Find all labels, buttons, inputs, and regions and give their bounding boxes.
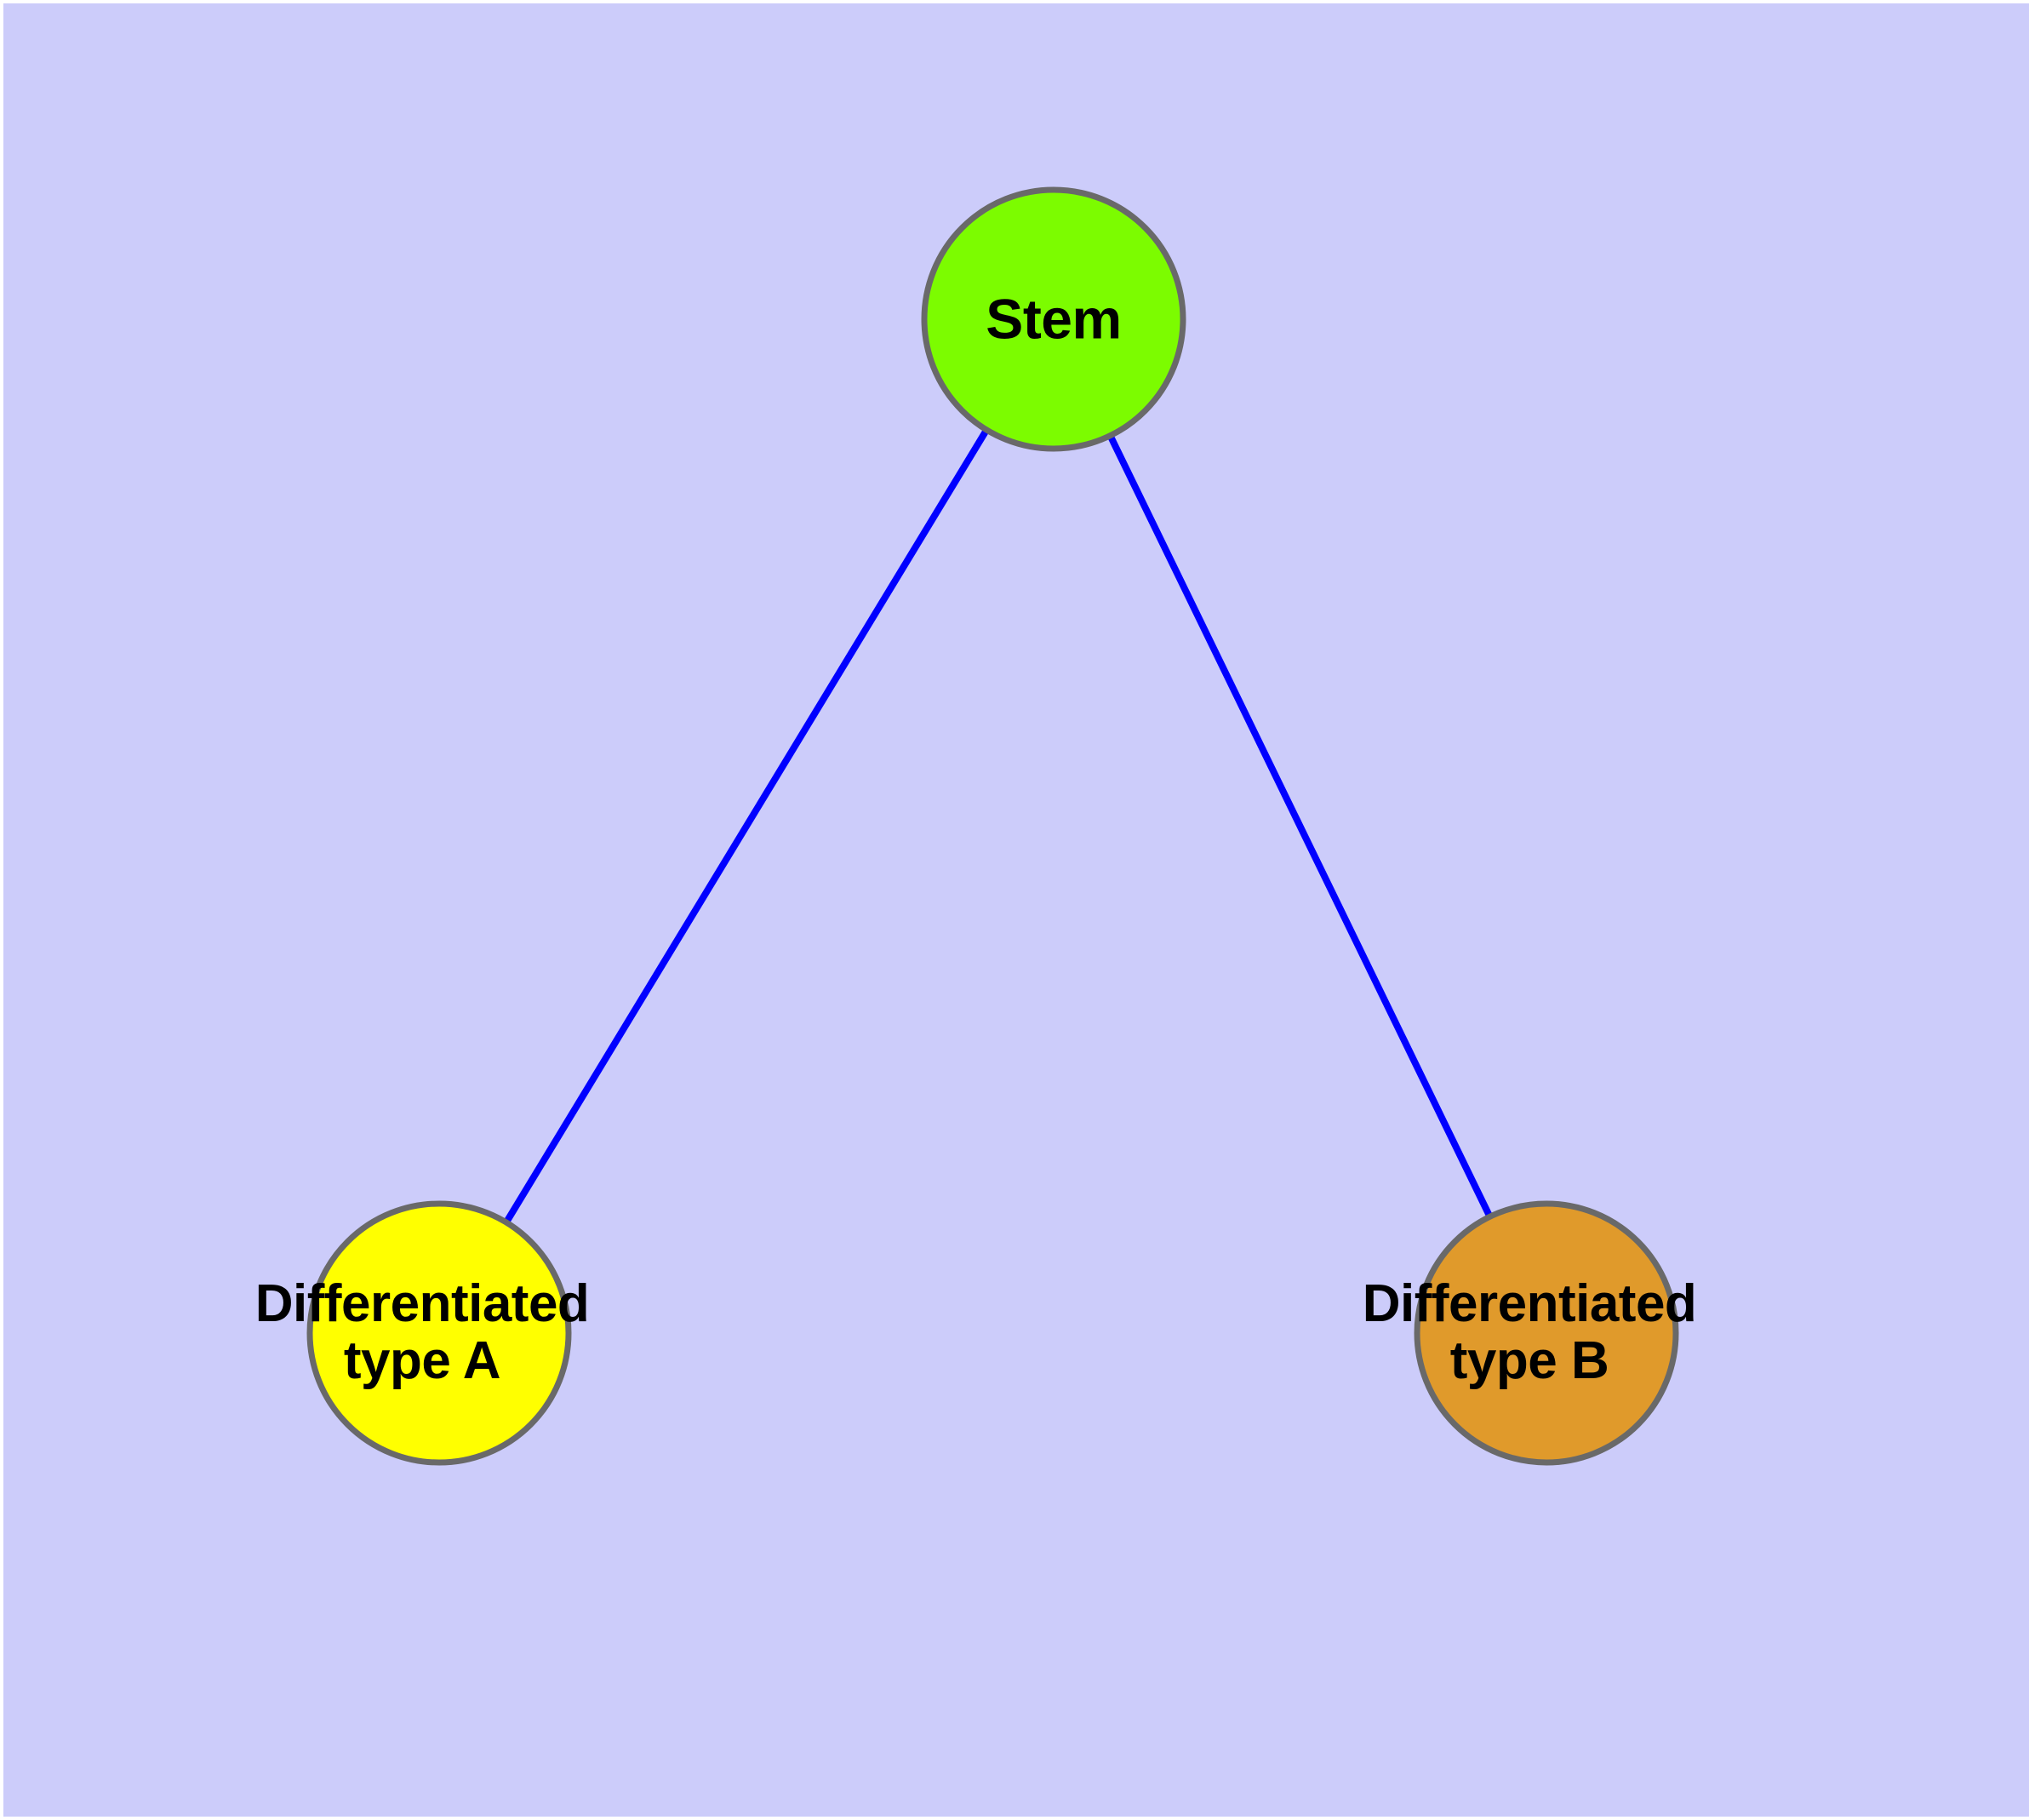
nodes-layer — [306, 186, 1679, 1466]
graph-node-diff_b[interactable] — [1414, 1200, 1679, 1466]
graph-node-diff_a[interactable] — [306, 1200, 572, 1466]
graph-edge[interactable] — [436, 317, 1057, 1336]
graph-edge[interactable] — [1050, 318, 1550, 1335]
graph-node-stem[interactable] — [921, 186, 1186, 452]
edges-layer — [436, 317, 1550, 1336]
